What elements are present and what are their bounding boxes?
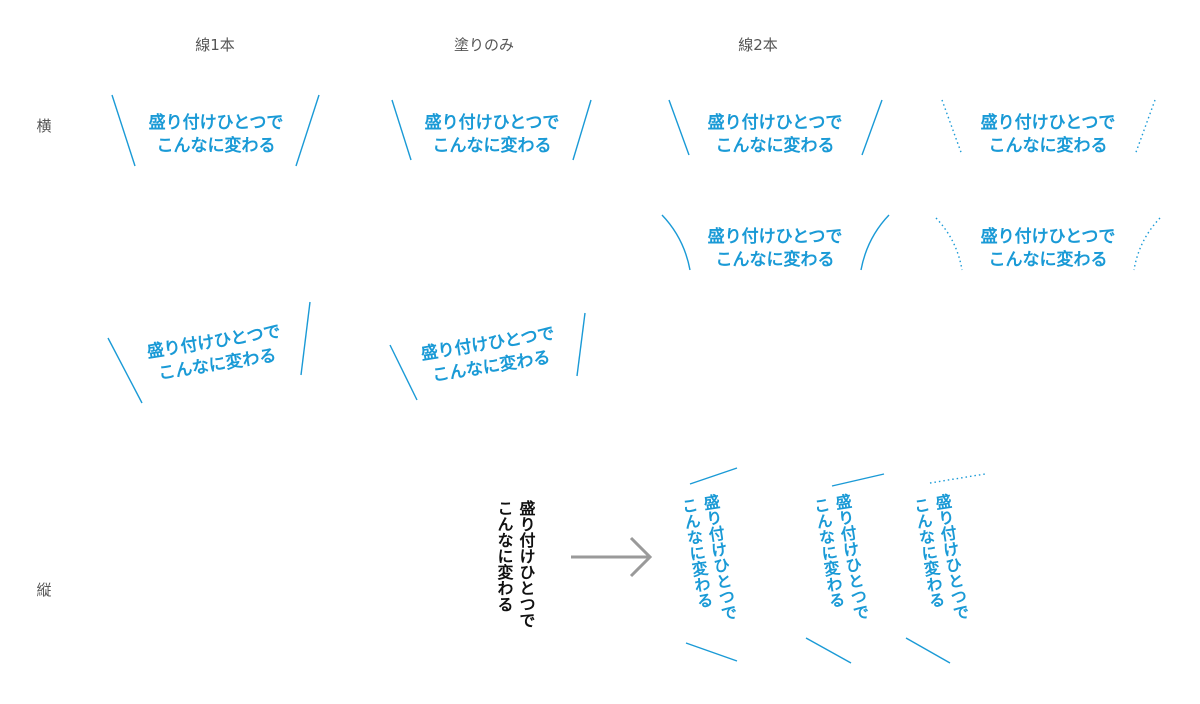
bracket-line-right [300, 301, 311, 376]
bracket-dotted-right [1134, 99, 1156, 156]
bracket-line-bottom [805, 637, 852, 664]
bracket-line-right [572, 99, 592, 161]
bracket-line-right [295, 94, 320, 167]
title-line-2: こんなに変わる [716, 135, 835, 156]
row-label-horizontal: 横 [36, 117, 51, 135]
bracket-curve-left [661, 214, 691, 271]
header-double-line: 線2本 [738, 36, 778, 54]
title-line-1: 盛り付けひとつで [981, 112, 1116, 133]
sample-v-dotted-line: 盛り付けひとつで こんなに変わる [905, 473, 986, 664]
bracket-dotted-top [929, 473, 986, 484]
bracket-line-top [689, 467, 738, 485]
bracket-line-right [576, 312, 586, 377]
bracket-curve-right [860, 214, 890, 271]
bracket-line-left [389, 344, 418, 401]
bracket-line-left [111, 94, 136, 167]
vertical-line-2: こんなに変わる [495, 500, 514, 612]
sample-h-double-line-dotted: 盛り付けひとつで こんなに変わる [941, 99, 1156, 156]
sample-h-double-curve: 盛り付けひとつで こんなに変わる [661, 214, 890, 271]
sample-v-double-line-b: 盛り付けひとつで こんなに変わる [805, 473, 885, 664]
bracket-line-left [107, 337, 143, 404]
title-line-2: こんなに変わる [716, 249, 835, 270]
title-line-1: 盛り付けひとつで [708, 226, 843, 247]
bracket-line-right [861, 99, 883, 156]
sample-h-dotted-curve: 盛り付けひとつで こんなに変わる [935, 217, 1161, 271]
vertical-source-text: 盛り付けひとつで こんなに変わる [495, 499, 536, 628]
header-fill-only: 塗りのみ [454, 36, 514, 54]
sample-h-tilted-single-line: 盛り付けひとつで こんなに変わる [107, 301, 311, 404]
bracket-line-bottom [685, 642, 738, 662]
title-line-2: こんなに変わる [989, 135, 1108, 156]
bracket-line-bottom [905, 637, 951, 664]
arrow-right-icon [571, 536, 653, 578]
title-line-2: こんなに変わる [989, 249, 1108, 270]
title-line-1: 盛り付けひとつで [708, 112, 843, 133]
title-line-1: 盛り付けひとつで [425, 112, 560, 133]
title-line-1: 盛り付けひとつで [981, 226, 1116, 247]
bracket-line-left [391, 99, 412, 161]
sample-v-double-line: 盛り付けひとつで こんなに変わる [678, 467, 738, 662]
row-label-vertical: 縦 [36, 581, 51, 599]
title-line-1: 盛り付けひとつで [149, 112, 284, 133]
sample-h-fill-only: 盛り付けひとつで こんなに変わる [391, 99, 592, 161]
sample-h-double-line-straight: 盛り付けひとつで こんなに変わる [668, 99, 883, 156]
title-line-2: こんなに変わる [433, 135, 552, 156]
bracket-dotted-left [941, 99, 963, 156]
sample-h-tilted-fill-only: 盛り付けひとつで こんなに変わる [389, 312, 586, 401]
title-line-2: こんなに変わる [157, 135, 276, 156]
bracket-line-top [831, 473, 885, 487]
vertical-line-1: 盛り付けひとつで [517, 499, 536, 628]
header-single-line: 線1本 [195, 36, 235, 54]
bracket-dotted-curve-left [935, 217, 963, 271]
bracket-dotted-curve-right [1133, 217, 1161, 271]
bracket-line-left [668, 99, 690, 156]
sample-h-single-line: 盛り付けひとつで こんなに変わる [111, 94, 320, 167]
